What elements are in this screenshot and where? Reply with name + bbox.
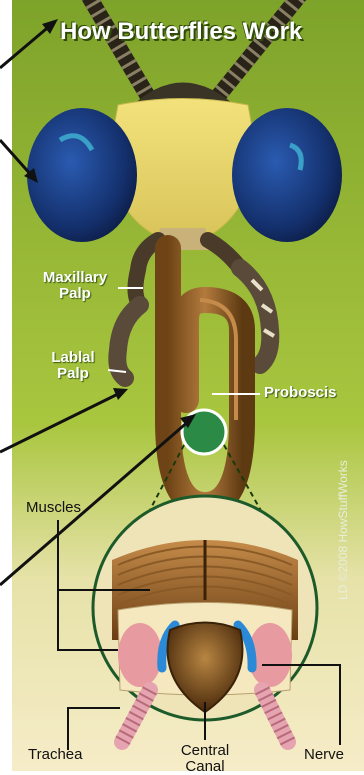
label-trachea: Trachea (28, 747, 82, 763)
muscle-left (118, 623, 162, 687)
credit-text: LD ©2008 HowStuffWorks (336, 340, 350, 600)
left-margin (0, 0, 12, 771)
label-muscles: Muscles (26, 500, 81, 516)
label-nerve: Nerve (304, 747, 344, 763)
compound-eye-right (232, 108, 342, 242)
label-central-canal: Central Canal (165, 743, 245, 775)
label-labial-palp: Lablal Palp (42, 350, 104, 382)
label-maxillary-palp: Maxillary Palp (30, 270, 120, 302)
label-proboscis: Proboscis (264, 385, 337, 401)
compound-eye-left (27, 108, 137, 242)
diagram-title: How Butterflies Work (60, 18, 302, 46)
